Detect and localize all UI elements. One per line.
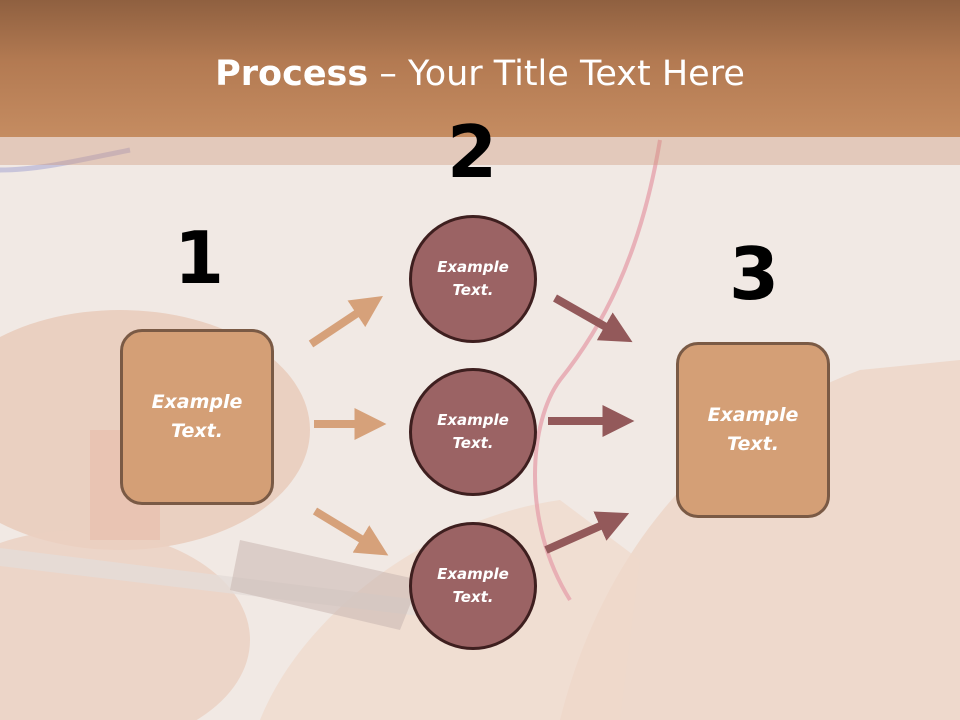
step2-circle-bottom[interactable]: Example Text. (409, 522, 537, 650)
step3-box[interactable]: Example Text. (676, 342, 830, 518)
circle-middle-label: Example Text. (437, 411, 509, 452)
step-number-1: 1 (173, 216, 225, 300)
circle-top-label: Example Text. (437, 258, 509, 299)
step1-box-label: Example Text. (151, 391, 243, 442)
step-number-2: 2 (446, 110, 498, 194)
step2-circle-top[interactable]: Example Text. (409, 215, 537, 343)
title-bar (0, 0, 960, 137)
slide-title-rest: – Your Title Text Here (368, 54, 745, 94)
step2-circle-middle[interactable]: Example Text. (409, 368, 537, 496)
step1-box[interactable]: Example Text. (120, 329, 274, 505)
slide-title-bold: Process (215, 54, 369, 94)
title-bar-band (0, 137, 960, 165)
step3-box-label: Example Text. (707, 404, 799, 455)
circle-bottom-label: Example Text. (437, 565, 509, 606)
slide-title[interactable]: Process – Your Title Text Here (0, 52, 960, 96)
step-number-3: 3 (728, 232, 780, 316)
